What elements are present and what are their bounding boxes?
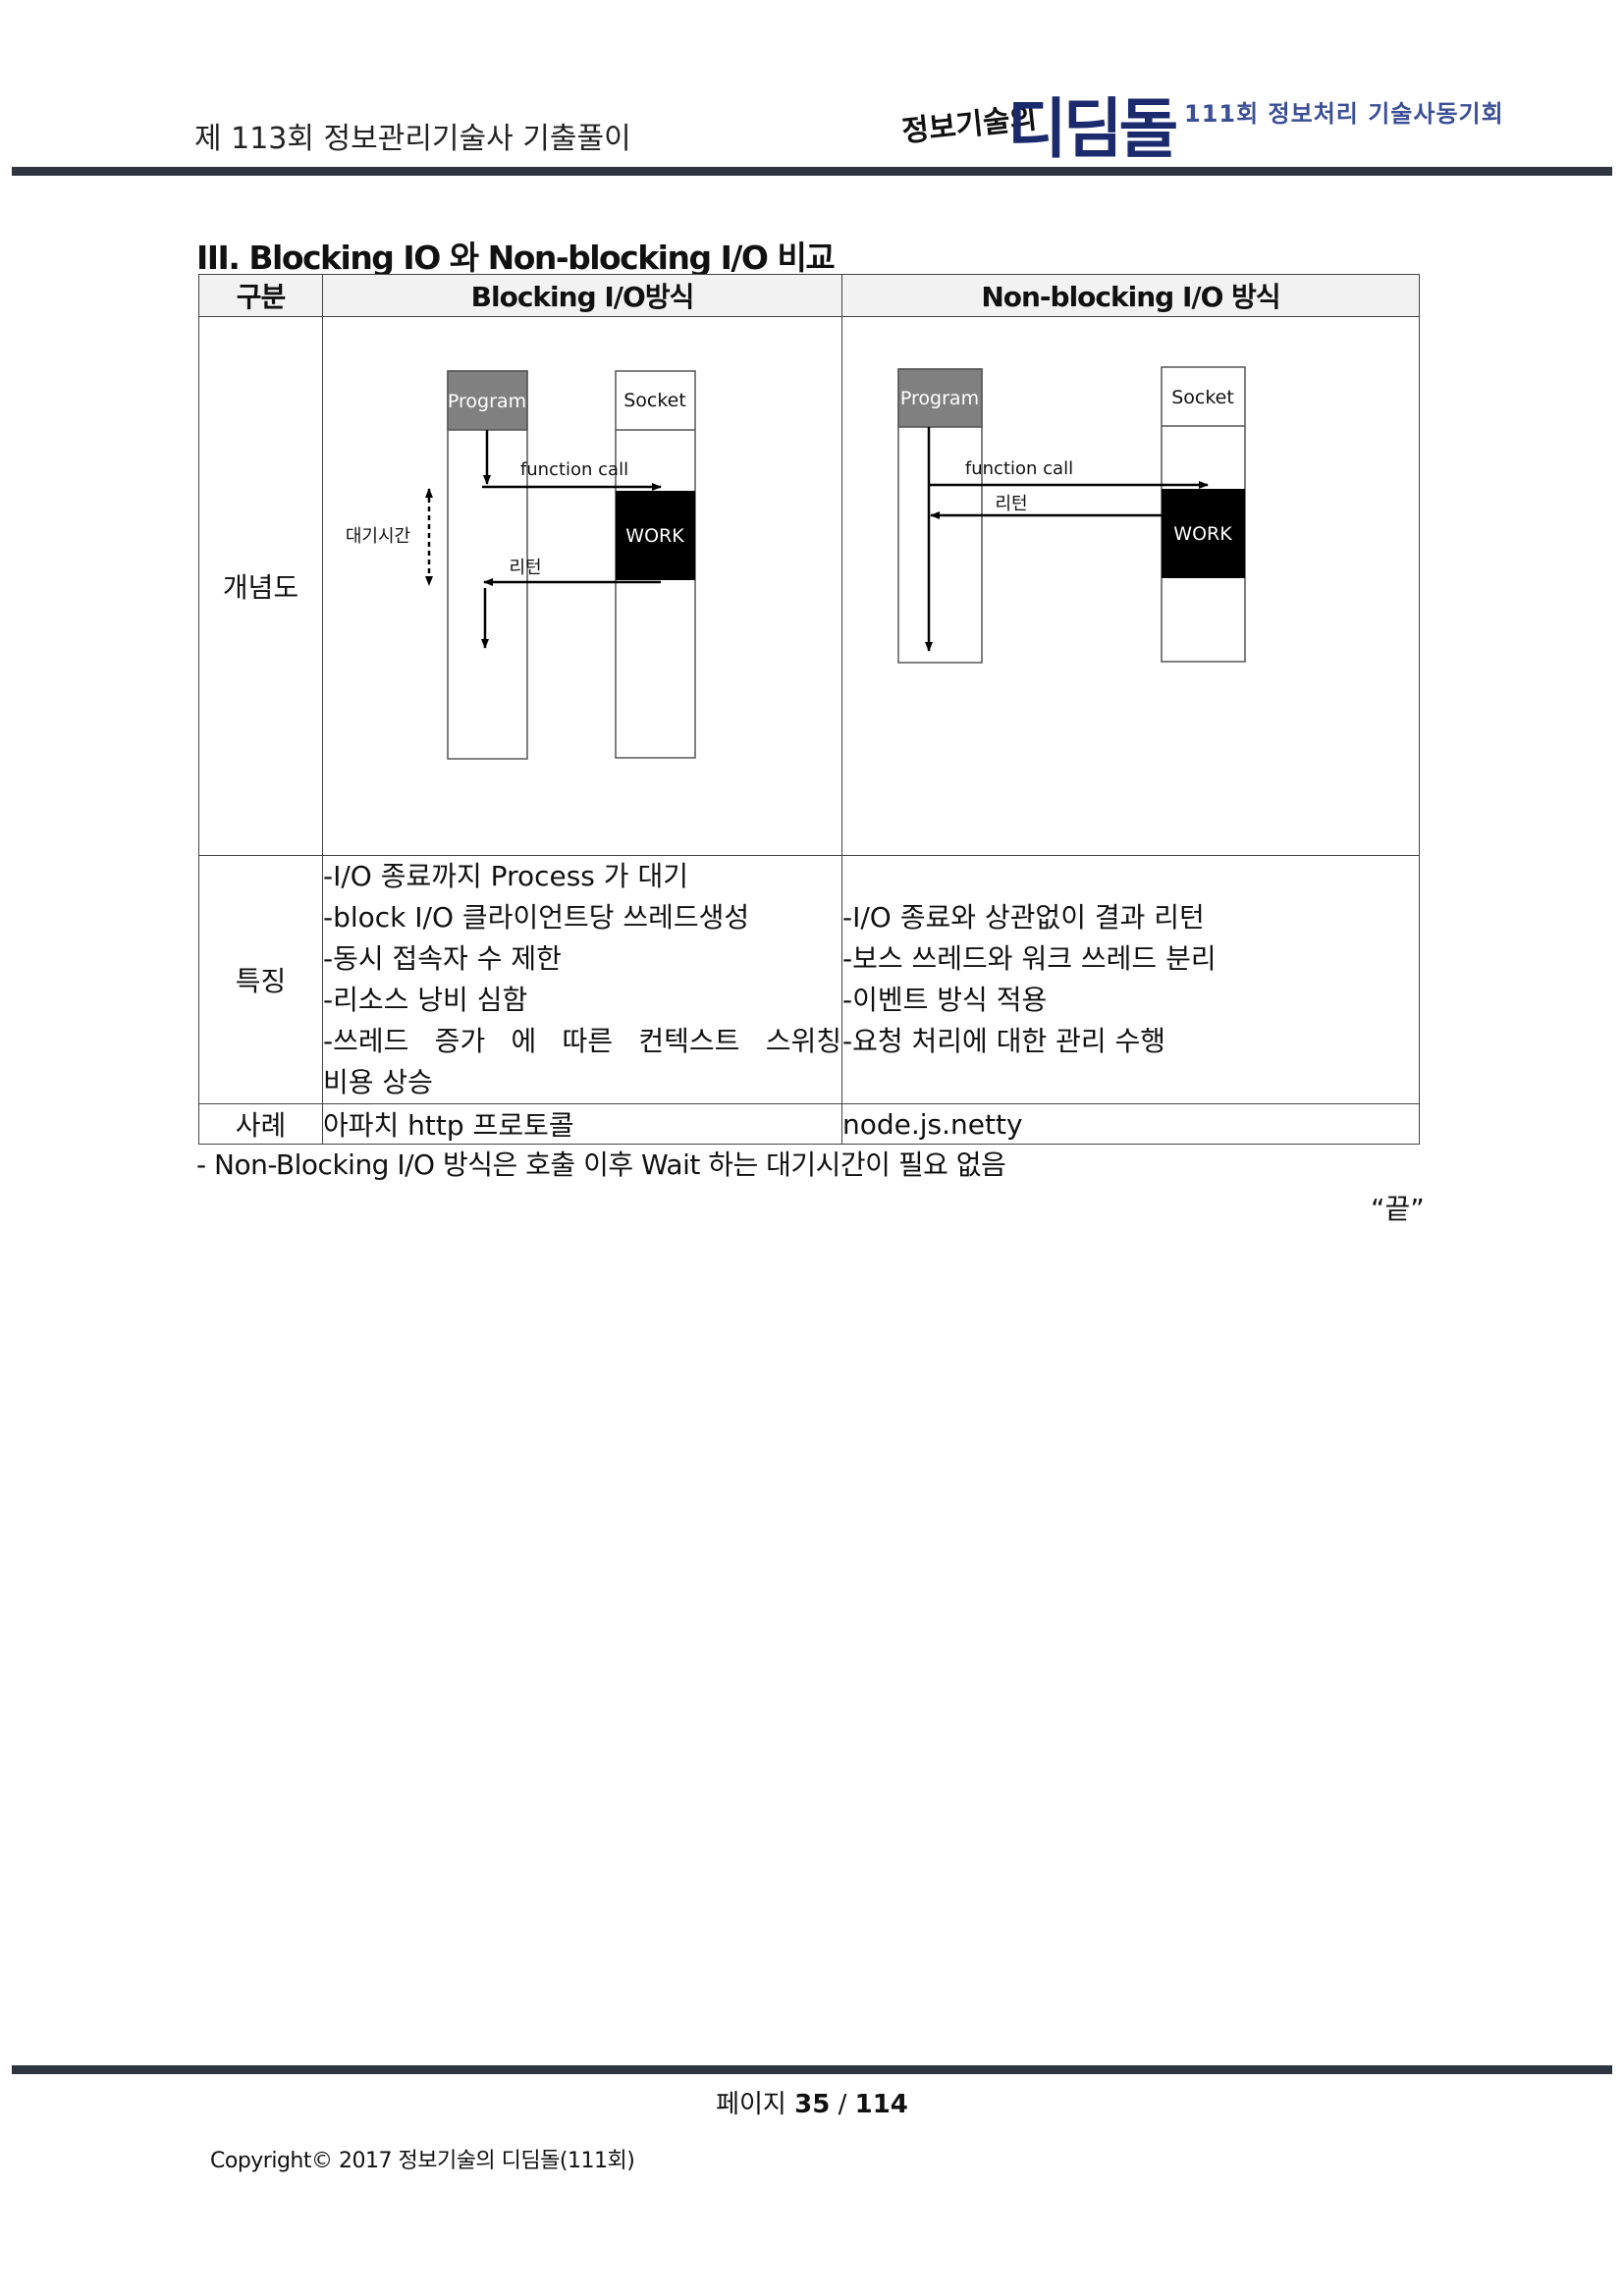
row-label-case: 사례 (198, 1103, 323, 1145)
table-row-diagram: 개념도 Program Socket WORK (198, 316, 1420, 856)
list-item: -쓰레드 증가 에 따른 컨텍스트 스위칭 (323, 1025, 841, 1057)
header-nonblocking: Non-blocking I/O 방식 (841, 274, 1420, 317)
nonblocking-diagram: Program Socket WORK function call 리턴 (897, 366, 1246, 664)
program-box (447, 370, 528, 431)
wait-time-label: 대기시간 (346, 526, 410, 547)
page-label: 페이지 (716, 2090, 786, 2119)
function-call-label: function call (520, 459, 628, 480)
blocking-diagram: Program Socket WORK function call 리턴 대기시… (346, 370, 696, 760)
header-blocking: Blocking I/O방식 (322, 274, 842, 317)
nonblocking-features: -I/O 종료와 상관없이 결과 리턴 -보스 쓰레드와 워크 쓰레드 분리 -… (841, 855, 1420, 1104)
summary-note: - Non-Blocking I/O 방식은 호출 이후 Wait 하는 대기시… (196, 1148, 1006, 1181)
table-header-row: 구분 Blocking I/O방식 Non-blocking I/O 방식 (198, 274, 1420, 317)
table-row-case: 사례 아파치 http 프로토콜 node.js.netty (198, 1103, 1420, 1145)
section-title: III. Blocking IO 와 Non-blocking I/O 비교 (196, 239, 836, 277)
list-item: -block I/O 클라이언트당 쓰레드생성 (323, 901, 750, 934)
program-label: Program (900, 388, 979, 409)
nonblocking-case: node.js.netty (841, 1103, 1420, 1145)
page-number: 페이지 35 / 114 (0, 2084, 1624, 2120)
list-item: -동시 접속자 수 제한 (323, 942, 562, 975)
socket-label: Socket (1171, 387, 1234, 408)
row-label-features: 특징 (198, 855, 323, 1104)
page-current: 35 (794, 2090, 831, 2119)
logo: 정보기술의 디딤돌 111회 정보처리 기술사동기회 (900, 73, 1510, 167)
list-item: -이벤트 방식 적용 (842, 984, 1048, 1016)
return-label: 리턴 (509, 558, 541, 578)
logo-subtitle: 111회 정보처리 기술사동기회 (1184, 100, 1504, 128)
list-item: 비용 상승 (323, 1066, 433, 1098)
row-label-diagram: 개념도 (198, 316, 323, 856)
header-rule (12, 167, 1612, 176)
footer-rule (12, 2065, 1612, 2074)
comparison-table: 구분 Blocking I/O방식 Non-blocking I/O 방식 개념… (198, 274, 1420, 1145)
function-call-label: function call (965, 458, 1073, 479)
work-block (616, 491, 695, 580)
work-block (1162, 489, 1245, 578)
list-item: -리소스 낭비 심함 (323, 984, 528, 1016)
copyright: Copyright© 2017 정보기술의 디딤돌(111회) (210, 2149, 635, 2173)
document-header-title: 제 113회 정보관리기술사 기출풀이 (194, 122, 631, 156)
blocking-diagram-cell: Program Socket WORK function call 리턴 대기시… (322, 316, 842, 856)
work-label: WORK (1173, 523, 1232, 545)
list-item: -요청 처리에 대한 관리 수행 (842, 1025, 1166, 1057)
page-separator: / (838, 2090, 847, 2119)
work-label: WORK (625, 525, 684, 547)
page-total: 114 (854, 2090, 908, 2119)
blocking-case: 아파치 http 프로토콜 (322, 1103, 842, 1145)
logo-big-text: 디딤돌 (1007, 90, 1178, 167)
program-box (897, 368, 983, 428)
program-label: Program (448, 391, 526, 412)
table-row-features: 특징 -I/O 종료까지 Process 가 대기 -block I/O 클라이… (198, 855, 1420, 1104)
socket-label: Socket (623, 390, 686, 411)
end-mark: “끝” (1371, 1193, 1425, 1225)
list-item: -I/O 종료까지 Process 가 대기 (323, 860, 688, 892)
nonblocking-diagram-cell: Program Socket WORK function call 리턴 (841, 316, 1420, 856)
blocking-features: -I/O 종료까지 Process 가 대기 -block I/O 클라이언트당… (322, 855, 842, 1104)
header-category: 구분 (198, 274, 323, 317)
list-item: -I/O 종료와 상관없이 결과 리턴 (842, 901, 1205, 934)
return-label: 리턴 (995, 494, 1027, 514)
list-item: -보스 쓰레드와 워크 쓰레드 분리 (842, 942, 1217, 975)
